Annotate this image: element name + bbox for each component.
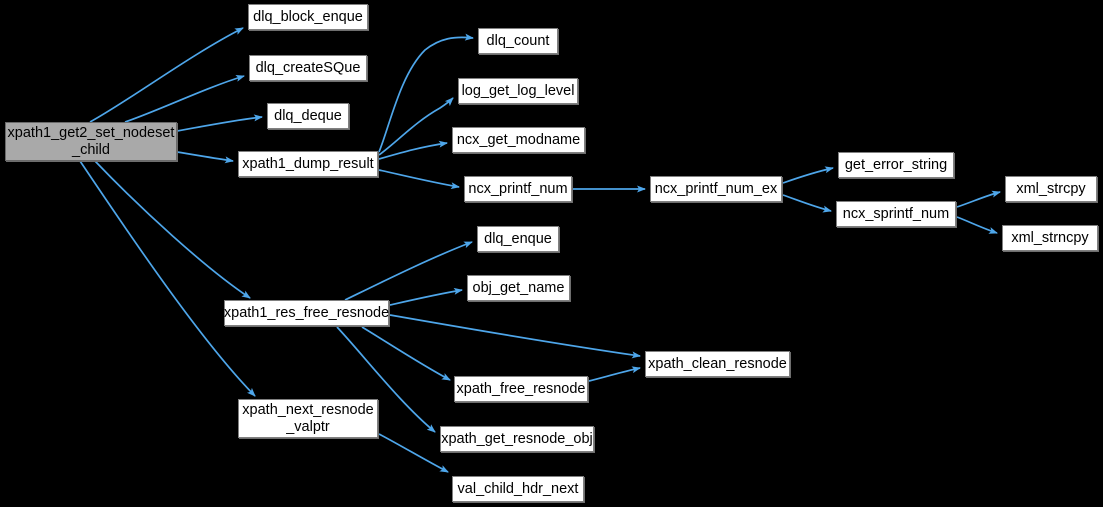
edge-root-to-xpath1_res_free_resnode [94,160,251,299]
edge-xpath1_dump_result-to-ncx_printf_num [378,169,460,190]
edge-root-to-xpath1_dump_result [176,151,234,164]
node-xpath_clean_resnode[interactable]: xpath_clean_resnode [645,351,790,377]
node-dlq_block_enque[interactable]: dlq_block_enque [248,4,368,30]
edge-ncx_printf_num_ex-to-get_error_string [782,166,834,184]
node-dlq_deque[interactable]: dlq_deque [267,103,349,129]
node-dlq_count[interactable]: dlq_count [478,28,558,54]
edge-xpath1_dump_result-to-log_get_log_level [378,97,454,156]
edge-ncx_sprintf_num-to-xml_strncpy [956,216,998,234]
node-dlq_enque[interactable]: dlq_enque [477,226,559,252]
node-xpath1_res_free_resnode[interactable]: xpath1_res_free_resnode [224,300,389,326]
edge-xpath1_dump_result-to-ncx_get_modname [378,140,448,160]
node-get_error_string[interactable]: get_error_string [838,152,954,178]
edge-xpath1_res_free_resnode-to-xpath_clean_resnode [389,314,641,359]
node-dlq_createsque[interactable]: dlq_createSQue [249,55,367,81]
node-val_child_hdr_next[interactable]: val_child_hdr_next [452,476,584,502]
edge-xpath1_res_free_resnode-to-xpath_free_resnode [361,326,451,381]
node-ncx_sprintf_num[interactable]: ncx_sprintf_num [836,201,956,227]
node-log_get_log_level[interactable]: log_get_log_level [458,78,578,104]
node-ncx_get_modname[interactable]: ncx_get_modname [452,127,585,153]
edge-xpath1_res_free_resnode-to-dlq_enque [344,241,473,301]
node-xpath_next_resnode_valptr[interactable]: xpath_next_resnode _valptr [238,399,378,438]
edge-root-to-xpath_next_resnode_valptr [79,160,256,397]
node-xml_strncpy[interactable]: xml_strncpy [1002,225,1098,251]
node-obj_get_name[interactable]: obj_get_name [467,275,570,301]
node-xpath_free_resnode[interactable]: xpath_free_resnode [454,376,588,402]
edge-xpath_free_resnode-to-xpath_clean_resnode [588,366,641,382]
node-xpath1_dump_result[interactable]: xpath1_dump_result [238,151,378,177]
edge-root-to-dlq_deque [176,114,263,132]
edge-xpath1_res_free_resnode-to-obj_get_name [389,287,463,306]
edge-root-to-dlq_block_enque [89,27,244,123]
edge-root-to-dlq_createsque [124,75,245,123]
edge-xpath_next_resnode_valptr-to-val_child_hdr_next [378,433,449,473]
edge-ncx_printf_num_ex-to-ncx_sprintf_num [782,194,832,213]
node-xml_strcpy[interactable]: xml_strcpy [1005,176,1097,202]
node-ncx_printf_num[interactable]: ncx_printf_num [464,176,572,202]
node-ncx_printf_num_ex[interactable]: ncx_printf_num_ex [650,176,782,202]
edge-ncx_sprintf_num-to-xml_strcpy [956,190,1001,208]
node-root[interactable]: xpath1_get2_set_nodeset _child [5,122,177,161]
node-xpath_get_resnode_obj[interactable]: xpath_get_resnode_obj [440,426,594,452]
